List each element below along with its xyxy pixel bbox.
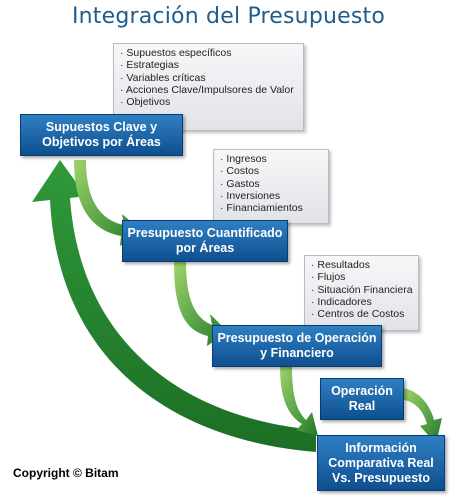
note-item: Supuestos específicos bbox=[120, 47, 297, 59]
step-arrow-4 bbox=[404, 388, 442, 444]
note-list: ResultadosFlujosSituación FinancieraIndi… bbox=[311, 259, 412, 320]
note-item: Indicadores bbox=[311, 296, 412, 308]
note-item: Situación Financiera bbox=[311, 284, 412, 296]
note-list: Supuestos específicosEstrategiasVariable… bbox=[120, 47, 297, 108]
note-box-3: ResultadosFlujosSituación FinancieraIndi… bbox=[304, 255, 419, 331]
note-item: Inversiones bbox=[220, 190, 322, 202]
note-item: Resultados bbox=[311, 259, 412, 271]
note-list: IngresosCostosGastosInversionesFinanciam… bbox=[220, 153, 322, 214]
note-item: Financiamientos bbox=[220, 202, 322, 214]
box-informacion-comparativa: Información Comparativa Real Vs. Presupu… bbox=[317, 435, 445, 491]
note-item: Ingresos bbox=[220, 153, 322, 165]
control-loop-arrow bbox=[32, 160, 316, 452]
box-operacion-real: Operación Real bbox=[320, 378, 404, 420]
box-presupuesto-operacion: Presupuesto de Operación y Financiero bbox=[212, 325, 382, 367]
box-supuestos-clave: Supuestos Clave y Objetivos por Áreas bbox=[20, 114, 183, 156]
note-item: Flujos bbox=[311, 271, 412, 283]
note-item: Gastos bbox=[220, 178, 322, 190]
step-arrow-3 bbox=[280, 366, 318, 436]
note-box-2: IngresosCostosGastosInversionesFinanciam… bbox=[213, 149, 329, 224]
note-item: Estrategias bbox=[120, 59, 297, 71]
box-presupuesto-cuantificado: Presupuesto Cuantificado por Áreas bbox=[122, 220, 288, 262]
diagram-title: Integración del Presupuesto bbox=[71, 4, 386, 29]
copyright-text: Copyright © Bitam bbox=[13, 466, 119, 480]
note-item: Centros de Costos bbox=[311, 308, 412, 320]
note-item: Acciones Clave/Impulsores de Valor bbox=[120, 84, 297, 96]
note-item: Variables críticas bbox=[120, 72, 297, 84]
note-item: Objetivos bbox=[120, 96, 297, 108]
note-item: Costos bbox=[220, 165, 322, 177]
note-box-1: Supuestos específicosEstrategiasVariable… bbox=[113, 43, 304, 131]
